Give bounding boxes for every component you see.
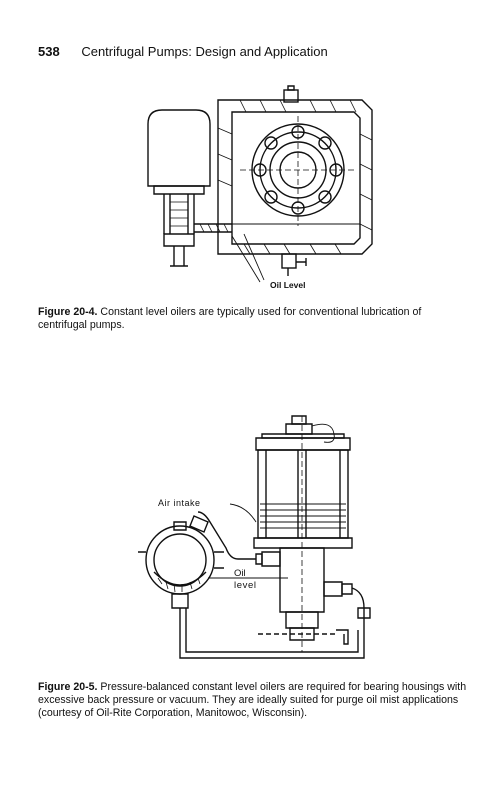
oil-level-annotation: Oil Level [270,280,305,290]
running-title: Centrifugal Pumps: Design and Applicatio… [81,44,328,59]
figure-label: Figure 20-4. [38,306,98,318]
drain-plug [281,253,297,269]
bearing-housing [145,525,215,595]
figure-20-4-caption: Figure 20-4. Constant level oilers are t… [38,306,470,332]
figure-caption-text: Pressure-balanced constant level oilers … [38,681,467,719]
bearing-housing [217,99,373,255]
figure-label: Figure 20-5. [38,681,98,693]
oiler-bottle [147,109,211,187]
level-annotation: level [234,580,257,591]
page-header: 538 Centrifugal Pumps: Design and Applic… [38,44,328,59]
figure-20-5-caption: Figure 20-5. Pressure-balanced constant … [38,681,470,720]
page-number: 538 [38,44,60,59]
figure-20-4-drawing: Oil Level [147,85,373,290]
oiler-cap [285,423,313,435]
figure-caption-text: Constant level oilers are typically used… [38,306,422,331]
figure-20-5-drawing: Air intake Oil level [138,415,371,659]
oil-annotation: Oil [234,568,246,579]
air-intake-annotation: Air intake [158,498,201,508]
oiler-reservoir [257,449,349,539]
